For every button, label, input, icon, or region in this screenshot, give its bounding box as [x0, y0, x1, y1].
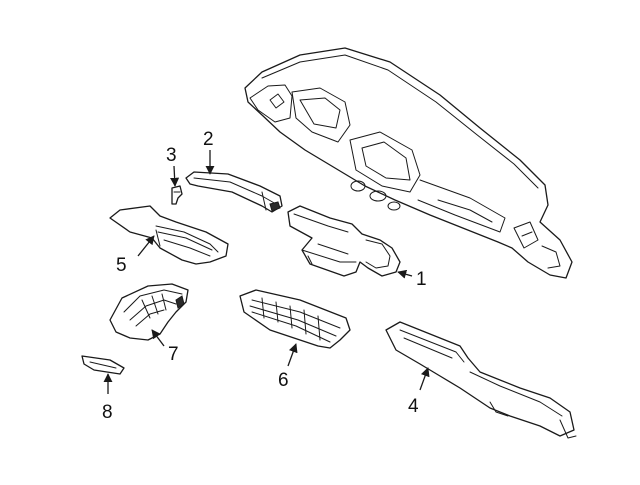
callout-5: 5	[116, 255, 127, 276]
callout-8: 8	[102, 402, 113, 423]
leader-7	[151, 329, 165, 347]
callout-2: 2	[203, 129, 214, 150]
part-5-left-vent-duct	[109, 205, 229, 265]
leader-1	[397, 269, 413, 279]
callout-6: 6	[278, 370, 289, 391]
leader-3	[170, 165, 180, 187]
part-7-side-vent	[109, 283, 189, 341]
part-1-center-duct	[287, 205, 401, 277]
callout-1: 1	[416, 269, 427, 290]
callout-3: 3	[166, 145, 177, 166]
leader-5	[137, 235, 155, 257]
leader-4	[419, 367, 430, 391]
part-4-lower-duct	[385, 321, 577, 439]
leader-lines	[103, 150, 430, 394]
part-6-center-vent	[239, 289, 351, 349]
callout-4: 4	[408, 396, 419, 417]
part-8-trim-cover	[81, 355, 125, 375]
instrument-panel	[244, 47, 573, 279]
part-3-clip	[171, 185, 183, 205]
callout-7: 7	[168, 344, 179, 365]
callout-labels: 1 2 3 4 5 6 7 8	[102, 129, 427, 423]
part-2-upper-duct	[185, 171, 283, 213]
leader-6	[287, 343, 298, 367]
